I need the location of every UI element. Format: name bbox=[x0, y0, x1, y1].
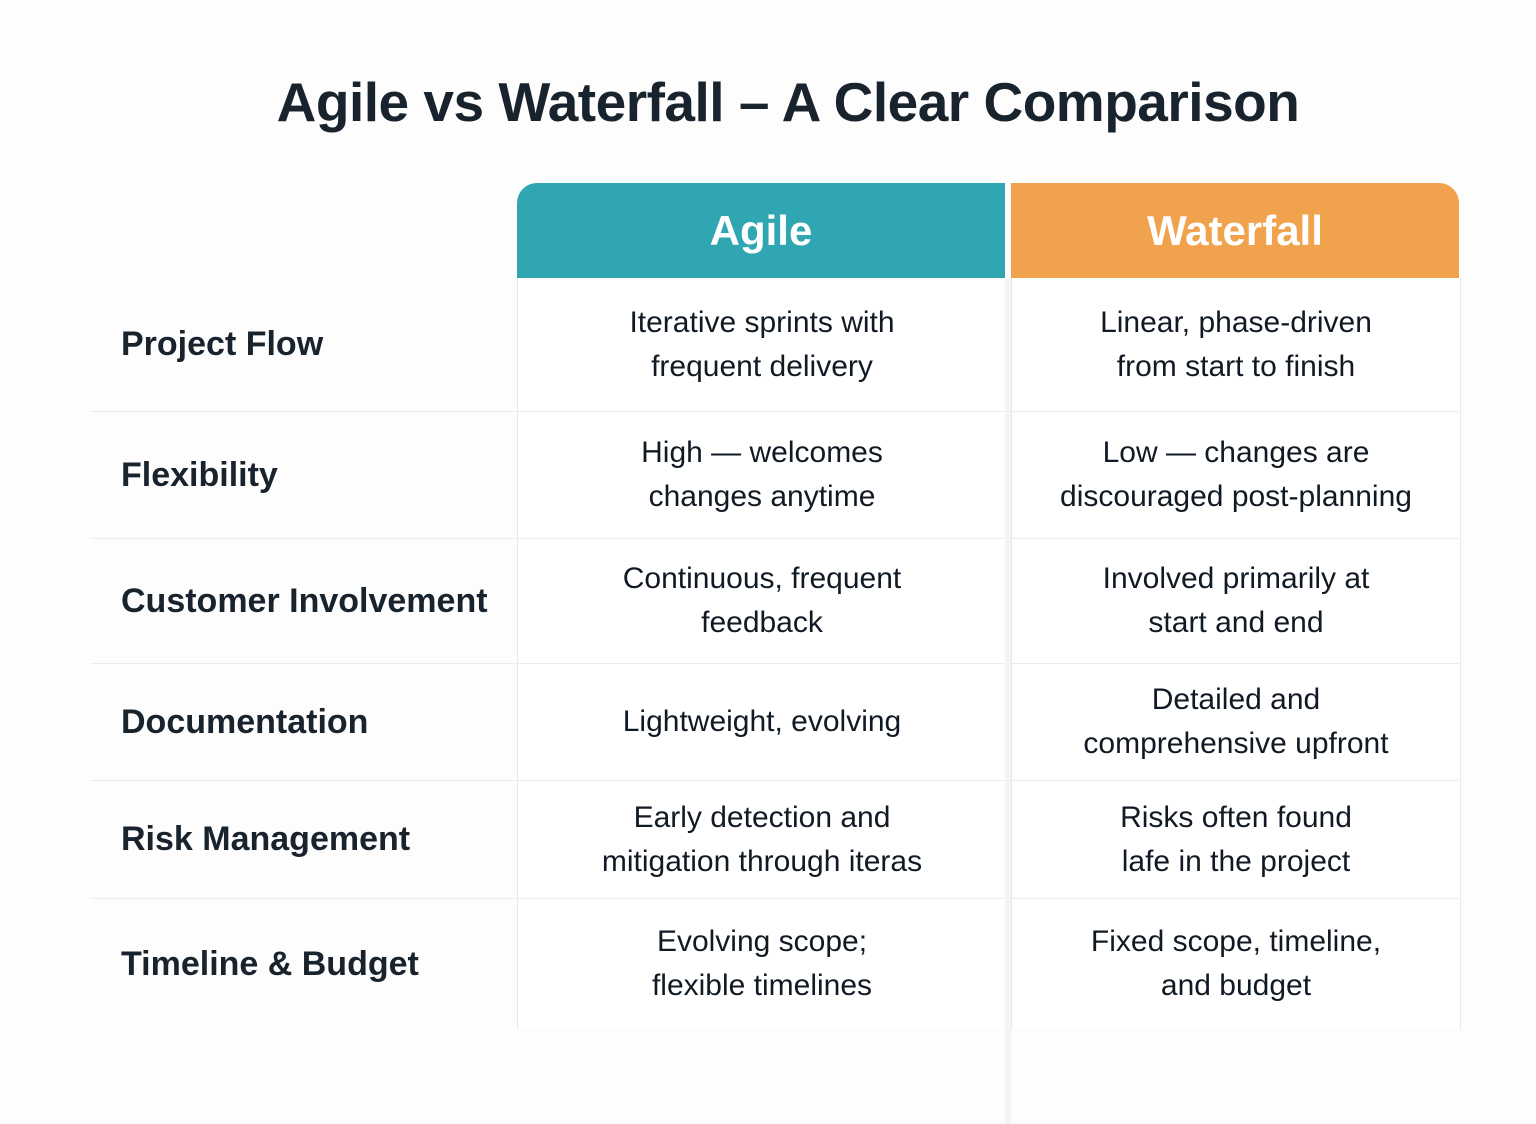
column-header-waterfall: Waterfall bbox=[1011, 183, 1459, 279]
table-row: Timeline & Budget Evolving scope; flexib… bbox=[90, 899, 1461, 1029]
row-label: Customer Involvement bbox=[121, 581, 488, 620]
waterfall-cell: Fixed scope, timeline, and budget bbox=[1011, 899, 1461, 1029]
table-row: Customer Involvement Continuous, frequen… bbox=[90, 539, 1461, 664]
waterfall-cell: Detailed and comprehensive upfront bbox=[1011, 664, 1461, 780]
waterfall-cell: Low — changes are discouraged post-plann… bbox=[1011, 412, 1461, 538]
row-label: Project Flow bbox=[121, 325, 324, 363]
row-label: Risk Management bbox=[121, 820, 411, 858]
waterfall-cell: Risks often found lafe in the project bbox=[1011, 781, 1461, 898]
column-header-agile: Agile bbox=[517, 183, 1005, 279]
table-row: Flexibility High — welcomes changes anyt… bbox=[90, 412, 1461, 539]
table-row: Risk Management Early detection and miti… bbox=[90, 781, 1461, 899]
agile-cell: Continuous, frequent feedback bbox=[517, 539, 1006, 663]
row-label: Timeline & Budget bbox=[121, 944, 419, 983]
agile-cell: Evolving scope; flexible timelines bbox=[517, 899, 1006, 1029]
agile-cell: Early detection and mitigation through i… bbox=[517, 781, 1006, 898]
row-label: Documentation bbox=[121, 702, 369, 741]
agile-cell: High — welcomes changes anytime bbox=[517, 412, 1006, 538]
waterfall-cell: Linear, phase-driven from start to finis… bbox=[1011, 278, 1461, 411]
column-divider bbox=[1005, 278, 1011, 1124]
table-row: Documentation Lightweight, evolving Deta… bbox=[90, 664, 1461, 781]
page-title: Agile vs Waterfall – A Clear Comparison bbox=[276, 71, 1300, 133]
waterfall-cell: Involved primarily at start and end bbox=[1011, 539, 1461, 663]
row-label: Flexibility bbox=[121, 455, 278, 494]
agile-cell: Iterative sprints with frequent delivery bbox=[517, 278, 1006, 411]
table-row: Project Flow Iterative sprints with freq… bbox=[90, 278, 1461, 412]
agile-cell: Lightweight, evolving bbox=[517, 664, 1006, 780]
